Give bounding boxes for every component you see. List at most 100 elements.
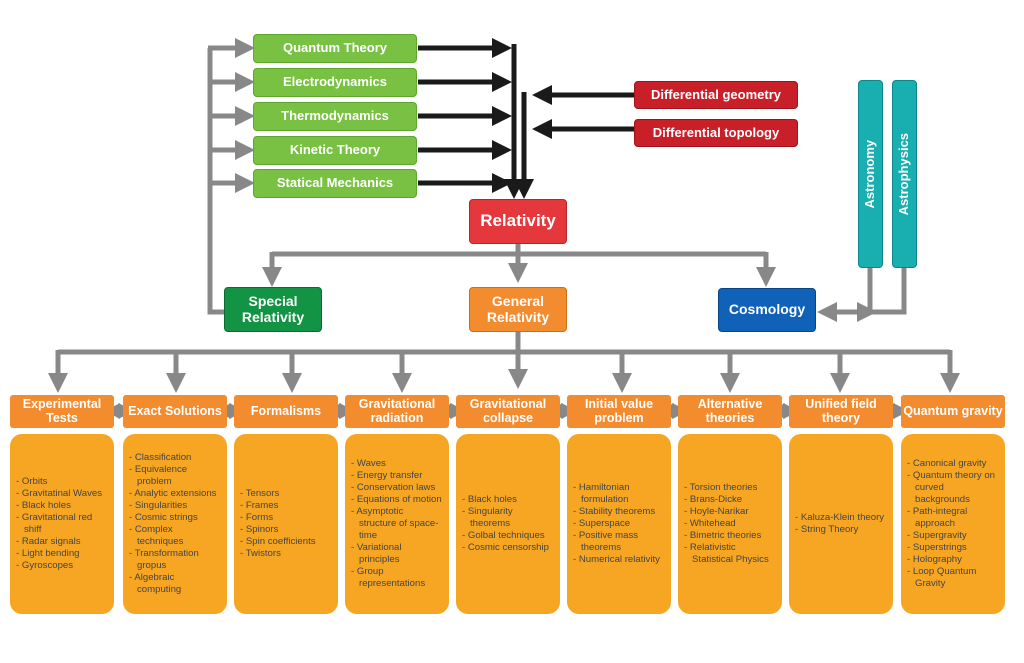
list-item: Complex techniques xyxy=(129,524,221,548)
topic-panel-initial-value-problem: Hamiltonian formulation Stability theore… xyxy=(567,434,671,614)
list-item: Transformation gropus xyxy=(129,548,221,572)
thermodynamics-box: Thermodynamics xyxy=(253,102,417,131)
list-item: Bimetric theories xyxy=(684,530,776,542)
astrophysics-box: Astrophysics xyxy=(892,80,917,268)
list-item: Cosmic censorship xyxy=(462,542,554,554)
list-item: Torsion theories xyxy=(684,482,776,494)
topic-panel-alternative-theories: Torsion theories Brans-Dicke Hoyle-Narik… xyxy=(678,434,782,614)
list-item: Stability theorems xyxy=(573,506,665,518)
astro-to-cosmology-lines xyxy=(817,268,907,322)
list-item: Superspace xyxy=(573,518,665,530)
quantum-theory-box: Quantum Theory xyxy=(253,34,417,63)
list-item: Hoyle-Narikar xyxy=(684,506,776,518)
topic-header-initial-value-problem: Initial value problem xyxy=(567,395,671,428)
topic-header-gravitational-radiation: Gravitational radiation xyxy=(345,395,449,428)
list-item: Holography xyxy=(907,554,999,566)
topic-header-quantum-gravity: Quantum gravity xyxy=(901,395,1005,428)
list-item: Gravitatinal Waves xyxy=(16,488,108,500)
list-item: Relativistic Statistical Physics xyxy=(684,542,776,566)
topic-header-exact-solutions: Exact Solutions xyxy=(123,395,227,428)
list-item: Positive mass theorems xyxy=(573,530,665,554)
list-item: Loop Quantum Gravity xyxy=(907,566,999,590)
topic-list: Torsion theories Brans-Dicke Hoyle-Narik… xyxy=(684,482,776,566)
list-item: Classification xyxy=(129,452,221,464)
list-item: Brans-Dicke xyxy=(684,494,776,506)
list-item: Numerical relativity xyxy=(573,554,665,566)
list-item: Spin coefficients xyxy=(240,536,316,548)
topic-list: Canonical gravity Quantum theory on curv… xyxy=(907,458,999,590)
topic-header-alternative-theories: Alternative theories xyxy=(678,395,782,428)
list-item: Singularities xyxy=(129,500,221,512)
cosmology-box: Cosmology xyxy=(718,288,816,332)
list-item: Black holes xyxy=(462,494,554,506)
differential-topology-box: Differential topology xyxy=(634,119,798,147)
topic-list: Waves Energy transfer Conservation laws … xyxy=(351,458,443,590)
list-item: Equations of motion xyxy=(351,494,443,506)
topic-list: Classification Equivalence problem Analy… xyxy=(129,452,221,596)
list-item: Radar signals xyxy=(16,536,108,548)
electrodynamics-box: Electrodynamics xyxy=(253,68,417,97)
list-item: Tensors xyxy=(240,488,316,500)
list-item: Kaluza-Klein theory xyxy=(795,512,884,524)
topic-header-gravitational-collapse: Gravitational collapse xyxy=(456,395,560,428)
list-item: Canonical gravity xyxy=(907,458,999,470)
list-item: Twistors xyxy=(240,548,316,560)
general-relativity-box: General Relativity xyxy=(469,287,567,332)
astronomy-box: Astronomy xyxy=(858,80,883,268)
topic-header-unified-field-theory: Unified field theory xyxy=(789,395,893,428)
topic-panel-formalisms: Tensors Frames Forms Spinors Spin coeffi… xyxy=(234,434,338,614)
topic-panel-unified-field-theory: Kaluza-Klein theory String Theory xyxy=(789,434,893,614)
differential-geometry-box: Differential geometry xyxy=(634,81,798,109)
topic-panel-experimental-tests: Orbits Gravitatinal Waves Black holes Gr… xyxy=(10,434,114,614)
topic-list: Tensors Frames Forms Spinors Spin coeffi… xyxy=(240,488,316,560)
relativity-box: Relativity xyxy=(469,199,567,244)
list-item: Superstrings xyxy=(907,542,999,554)
topic-panel-gravitational-collapse: Black holes Singularity theorems Golbal … xyxy=(456,434,560,614)
list-item: Supergravity xyxy=(907,530,999,542)
topic-panel-quantum-gravity: Canonical gravity Quantum theory on curv… xyxy=(901,434,1005,614)
list-item: Quantum theory on curved backgrounds xyxy=(907,470,999,506)
list-item: Spinors xyxy=(240,524,316,536)
topic-header-formalisms: Formalisms xyxy=(234,395,338,428)
topic-list: Orbits Gravitatinal Waves Black holes Gr… xyxy=(16,476,108,572)
list-item: Analytic extensions xyxy=(129,488,221,500)
list-item: Light bending xyxy=(16,548,108,560)
list-item: Orbits xyxy=(16,476,108,488)
special-feedback-lines xyxy=(207,38,255,315)
list-item: Whitehead xyxy=(684,518,776,530)
list-item: Conservation laws xyxy=(351,482,443,494)
topic-header-experimental-tests: Experimental Tests xyxy=(10,395,114,428)
list-item: Waves xyxy=(351,458,443,470)
special-relativity-box: Special Relativity xyxy=(224,287,322,332)
topic-list: Kaluza-Klein theory String Theory xyxy=(795,512,884,536)
list-item: Golbal techniques xyxy=(462,530,554,542)
list-item: Cosmic strings xyxy=(129,512,221,524)
statical-mechanics-box: Statical Mechanics xyxy=(253,169,417,198)
list-item: Group representations xyxy=(351,566,443,590)
general-to-topics-lines xyxy=(48,332,960,393)
list-item: Gyroscopes xyxy=(16,560,108,572)
list-item: Equivalence problem xyxy=(129,464,221,488)
topic-list: Hamiltonian formulation Stability theore… xyxy=(573,482,665,566)
kinetic-theory-box: Kinetic Theory xyxy=(253,136,417,165)
physics-to-relativity-lines xyxy=(418,38,634,199)
list-item: Frames xyxy=(240,500,316,512)
list-item: Singularity theorems xyxy=(462,506,554,530)
list-item: Algebraic computing xyxy=(129,572,221,596)
astrophysics-label: Astrophysics xyxy=(896,132,912,216)
topic-panel-exact-solutions: Classification Equivalence problem Analy… xyxy=(123,434,227,614)
topic-panel-gravitational-radiation: Waves Energy transfer Conservation laws … xyxy=(345,434,449,614)
astronomy-label: Astronomy xyxy=(862,139,878,209)
list-item: Variational principles xyxy=(351,542,443,566)
list-item: Energy transfer xyxy=(351,470,443,482)
list-item: Asymptotic structure of space-time xyxy=(351,506,443,542)
topic-list: Black holes Singularity theorems Golbal … xyxy=(462,494,554,554)
list-item: Gravitational red shiff xyxy=(16,512,108,536)
list-item: String Theory xyxy=(795,524,884,536)
list-item: Black holes xyxy=(16,500,108,512)
relativity-branch-lines xyxy=(262,244,776,287)
list-item: Path-integral approach xyxy=(907,506,999,530)
list-item: Forms xyxy=(240,512,316,524)
list-item: Hamiltonian formulation xyxy=(573,482,665,506)
